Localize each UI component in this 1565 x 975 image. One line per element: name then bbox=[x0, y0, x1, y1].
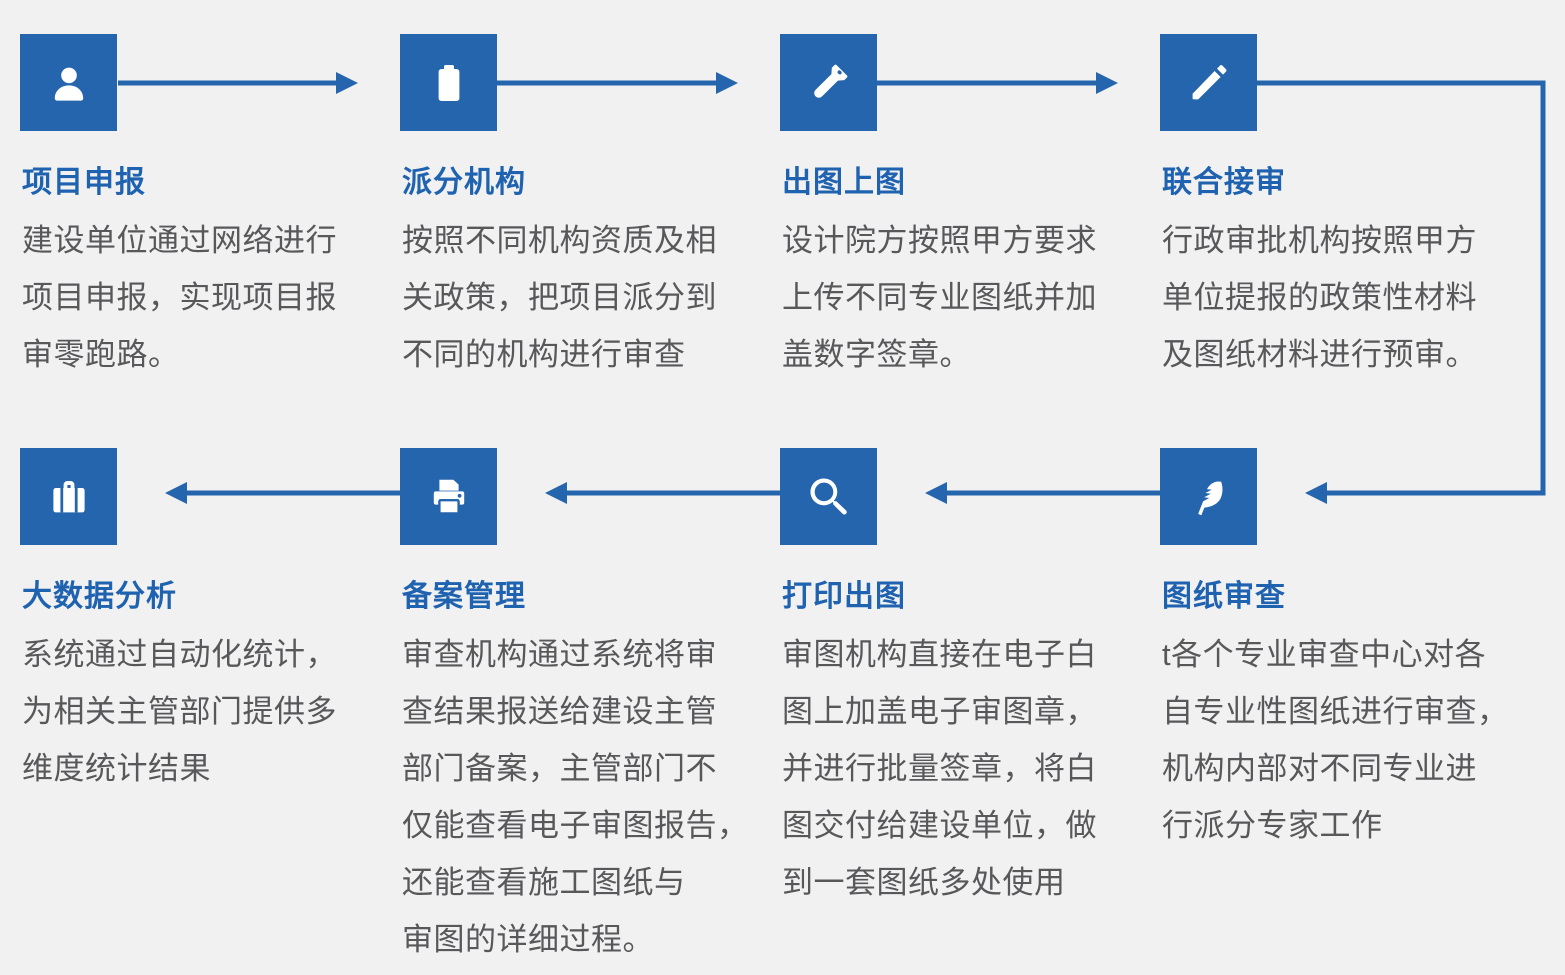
step-title: 项目申报 bbox=[22, 166, 146, 199]
arrow-step1-step2 bbox=[118, 72, 358, 94]
user-icon bbox=[20, 34, 117, 131]
step-issue-upload-drawings: 出图上图 设计院方按照甲方要求 上传不同专业图纸并加 盖数字签章。 bbox=[780, 34, 1162, 383]
printer-icon bbox=[400, 448, 497, 545]
step-description: 审图机构直接在电子白 图上加盖电子审图章， 并进行批量签章，将白 图交付给建设单… bbox=[782, 637, 1097, 900]
clipboard-icon bbox=[400, 34, 497, 131]
step-description: 系统通过自动化统计， 为相关主管部门提供多 维度统计结果 bbox=[22, 637, 337, 786]
step-filing-management: 备案管理 审查机构通过系统将审 查结果报送给建设主管 部门备案，主管部门不 仅能… bbox=[400, 448, 782, 968]
arrow-step6-step7 bbox=[545, 482, 780, 504]
flashlight-icon bbox=[780, 34, 877, 131]
step-description: 按照不同机构资质及相 关政策，把项目派分到 不同的机构进行审查 bbox=[402, 223, 717, 372]
arrow-step4-step5 bbox=[1257, 80, 1546, 504]
feather-icon bbox=[1160, 448, 1257, 545]
step-title: 图纸审查 bbox=[1162, 580, 1286, 613]
arrow-step5-step6 bbox=[925, 482, 1160, 504]
step-print-drawings: 打印出图 审图机构直接在电子白 图上加盖电子审图章， 并进行批量签章，将白 图交… bbox=[780, 448, 1162, 911]
step-project-declaration: 项目申报 建设单位通过网络进行 项目申报，实现项目报 审零跑路。 bbox=[20, 34, 402, 383]
step-description: 设计院方按照甲方要求 上传不同专业图纸并加 盖数字签章。 bbox=[782, 223, 1097, 372]
step-title: 派分机构 bbox=[402, 166, 526, 199]
step-joint-acceptance-review: 联合接审 行政审批机构按照甲方 单位提报的政策性材料 及图纸材料进行预审。 bbox=[1160, 34, 1542, 383]
step-description: 审查机构通过系统将审 查结果报送给建设主管 部门备案，主管部门不 仅能查看电子审… bbox=[402, 637, 749, 957]
search-icon bbox=[780, 448, 877, 545]
step-description: 行政审批机构按照甲方 单位提报的政策性材料 及图纸材料进行预审。 bbox=[1162, 223, 1477, 372]
step-drawing-review: 图纸审查 t各个专业审查中心对各 自专业性图纸进行审查， 机构内部对不同专业进 … bbox=[1160, 448, 1542, 854]
arrow-step2-step3 bbox=[497, 72, 738, 94]
step-title: 出图上图 bbox=[782, 166, 906, 199]
step-description: t各个专业审查中心对各 自专业性图纸进行审查， 机构内部对不同专业进 行派分专家… bbox=[1162, 637, 1509, 843]
step-title: 联合接审 bbox=[1162, 166, 1286, 199]
step-title: 打印出图 bbox=[782, 580, 906, 613]
arrow-step3-step4 bbox=[877, 72, 1118, 94]
step-title: 大数据分析 bbox=[22, 580, 177, 613]
pencil-icon bbox=[1160, 34, 1257, 131]
briefcase-icon bbox=[20, 448, 117, 545]
arrow-step7-step8 bbox=[165, 482, 400, 504]
step-title: 备案管理 bbox=[402, 580, 526, 613]
step-description: 建设单位通过网络进行 项目申报，实现项目报 审零跑路。 bbox=[22, 223, 337, 372]
step-big-data-analysis: 大数据分析 系统通过自动化统计， 为相关主管部门提供多 维度统计结果 bbox=[20, 448, 402, 797]
step-assign-agency: 派分机构 按照不同机构资质及相 关政策，把项目派分到 不同的机构进行审查 bbox=[400, 34, 782, 383]
